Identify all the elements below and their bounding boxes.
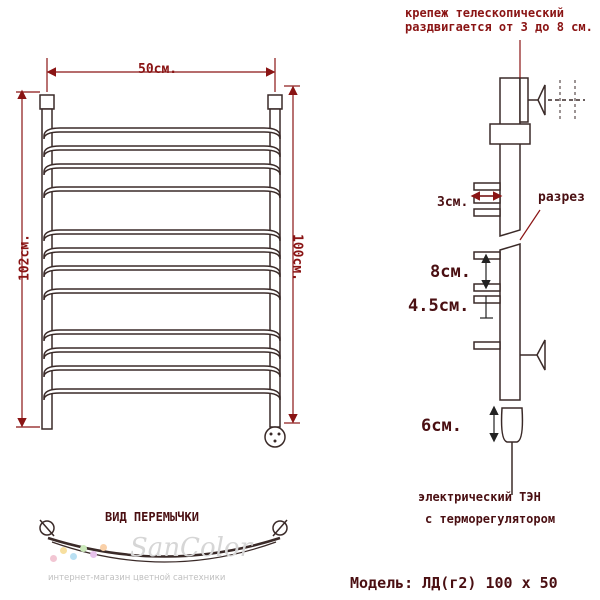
top-bracket [519, 77, 529, 123]
lower-mount-icon [536, 339, 546, 371]
heater-note-line1: электрический ТЭН [418, 490, 541, 504]
rung [43, 229, 281, 242]
watermark-dots-icon [50, 541, 130, 571]
heater-note-line2: с терморегулятором [425, 512, 556, 526]
front-view [39, 94, 286, 448]
rung [43, 247, 281, 260]
watermark-tagline: интернет-магазин цветной сантехники [48, 573, 226, 583]
rung [43, 163, 281, 176]
section-label: разрез [538, 190, 585, 205]
rung [43, 347, 281, 360]
total-height-label: 102см. [17, 234, 33, 281]
gap-3-label: 3см. [437, 195, 469, 210]
heater-6-label: 6см. [421, 416, 462, 436]
wall-mount-icon [537, 84, 546, 116]
mount-note-line1: крепеж телескопический [405, 6, 564, 20]
height-label: 100см. [289, 234, 305, 281]
rung [43, 365, 281, 378]
watermark: SanColor интернет-магазин цветной сантех… [40, 533, 300, 588]
side-view [473, 77, 585, 495]
rung [43, 329, 281, 342]
collar [489, 123, 531, 145]
heater-connector-icon [264, 426, 286, 448]
front-dimensions [16, 58, 300, 428]
watermark-brand: SanColor [130, 533, 253, 563]
right-top-cap [267, 94, 283, 110]
rung [43, 265, 281, 278]
rung [43, 288, 281, 301]
rung [43, 186, 281, 199]
mount-note-line2: раздвигается от 3 до 8 см. [405, 20, 593, 34]
side-dimensions [470, 40, 541, 443]
rung [43, 145, 281, 158]
left-top-cap [39, 94, 55, 110]
width-label: 50см. [138, 62, 178, 77]
gap-45-label: 4.5см. [408, 296, 470, 316]
gap-8-label: 8см. [430, 262, 471, 282]
model-label: Модель: ЛД(г2) 100 х 50 [350, 574, 558, 592]
rung [43, 127, 281, 140]
bridge-title: ВИД ПЕРЕМЫЧКИ [105, 510, 199, 524]
rung [43, 388, 281, 401]
heater-icon [500, 407, 524, 443]
rungs [43, 127, 281, 401]
